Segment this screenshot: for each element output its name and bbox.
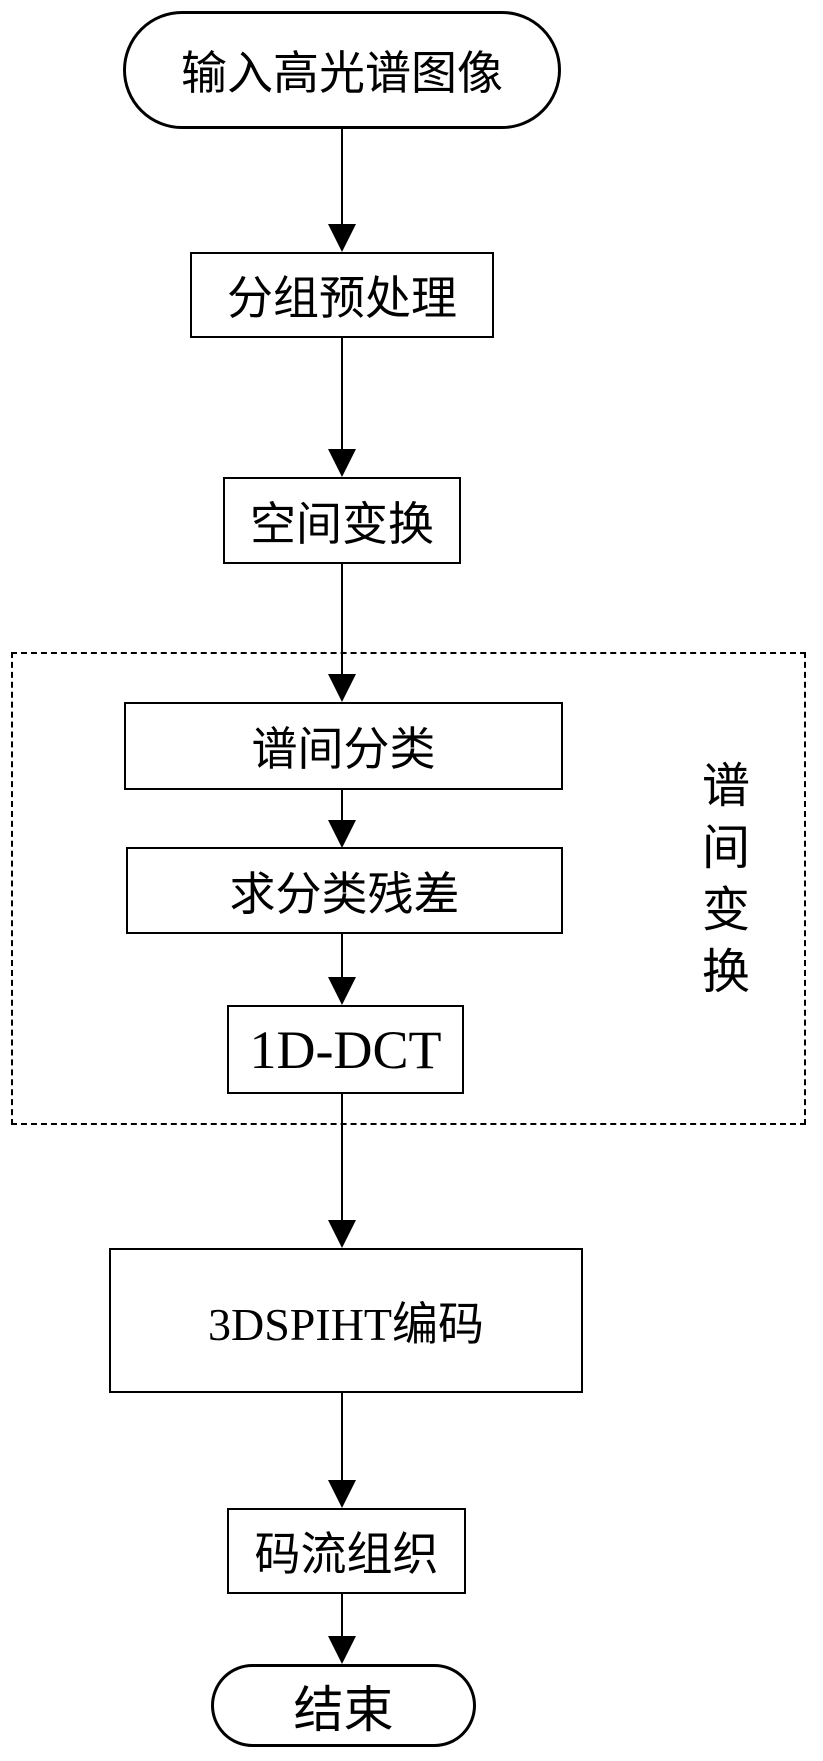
node-classification-residual: 求分类残差 bbox=[126, 847, 563, 934]
node-spatial-transform-label: 空间变换 bbox=[250, 498, 434, 550]
node-input-hyperspectral-image-label: 输入高光谱图像 bbox=[181, 48, 503, 99]
node-spatial-transform: 空间变换 bbox=[223, 477, 461, 564]
node-bitstream-organization-label: 码流组织 bbox=[254, 1529, 439, 1580]
edge-residual-to-dct-line bbox=[341, 934, 343, 977]
edge-preprocess-to-spatial-line bbox=[341, 338, 343, 449]
edge-bitstream-to-end-line bbox=[341, 1594, 343, 1636]
node-interspectral-classification-label: 谱间分类 bbox=[251, 724, 436, 775]
edge-classification-to-residual-arrowhead-icon bbox=[328, 820, 356, 848]
node-interspectral-classification: 谱间分类 bbox=[124, 702, 563, 790]
edge-dct-to-spiht-line bbox=[341, 1094, 343, 1220]
node-3dspiht-encoding: 3DSPIHT编码 bbox=[109, 1248, 583, 1393]
node-end: 结束 bbox=[211, 1664, 476, 1747]
node-grouping-preprocess-label: 分组预处理 bbox=[227, 273, 457, 324]
node-3dspiht-encoding-label: 3DSPIHT编码 bbox=[207, 1298, 485, 1350]
edge-preprocess-to-spatial-arrowhead-icon bbox=[328, 449, 356, 477]
edge-spatial-to-classification-line bbox=[341, 564, 343, 674]
node-classification-residual-label: 求分类残差 bbox=[229, 868, 460, 920]
node-end-label: 结束 bbox=[293, 1681, 394, 1738]
edge-classification-to-residual-line bbox=[341, 790, 343, 820]
edge-spiht-to-bitstream-arrowhead-icon bbox=[328, 1480, 356, 1508]
edge-start-to-preprocess-line bbox=[341, 129, 343, 224]
node-1d-dct: 1D-DCT bbox=[227, 1005, 464, 1094]
edge-spatial-to-classification-arrowhead-icon bbox=[328, 674, 356, 702]
edge-dct-to-spiht-arrowhead-icon bbox=[328, 1220, 356, 1248]
edge-bitstream-to-end-arrowhead-icon bbox=[328, 1636, 356, 1664]
spectral-transform-group-box bbox=[11, 652, 806, 1125]
spectral-transform-group-label: 谱间变换 bbox=[694, 760, 747, 1008]
node-grouping-preprocess: 分组预处理 bbox=[190, 252, 494, 338]
node-input-hyperspectral-image: 输入高光谱图像 bbox=[123, 11, 561, 129]
edge-residual-to-dct-arrowhead-icon bbox=[328, 977, 356, 1005]
node-1d-dct-label: 1D-DCT bbox=[249, 1019, 442, 1080]
edge-spiht-to-bitstream-line bbox=[341, 1393, 343, 1480]
node-bitstream-organization: 码流组织 bbox=[227, 1508, 466, 1594]
edge-start-to-preprocess-arrowhead-icon bbox=[328, 224, 356, 252]
